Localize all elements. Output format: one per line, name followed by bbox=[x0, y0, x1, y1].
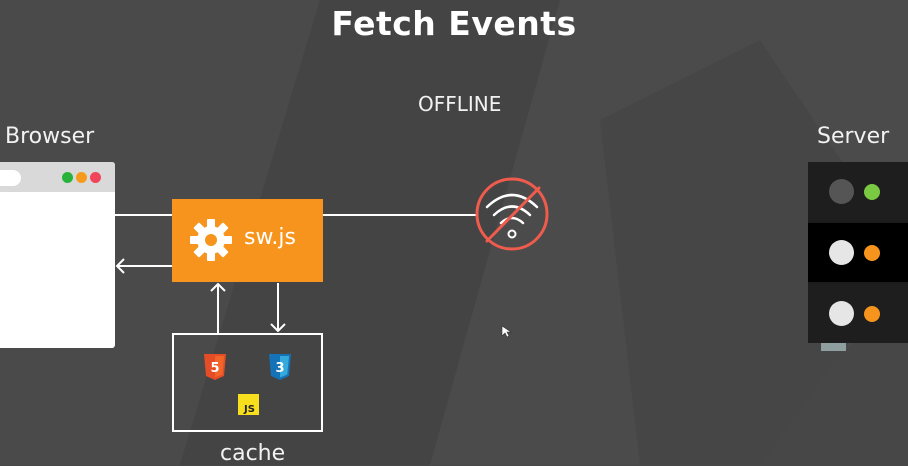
server-unit-2-light bbox=[829, 240, 854, 265]
server-unit-3-status bbox=[864, 306, 880, 322]
cache-box: 5 3 JS bbox=[172, 333, 323, 432]
browser-label: Browser bbox=[5, 124, 95, 149]
js-icon: JS bbox=[238, 394, 259, 415]
browser-green-dot bbox=[62, 172, 73, 183]
server-unit-2 bbox=[808, 223, 908, 282]
gear-icon bbox=[190, 219, 232, 261]
server-unit-3-light bbox=[829, 301, 854, 326]
browser-orange-dot bbox=[76, 172, 87, 183]
js-badge-text: JS bbox=[243, 404, 255, 415]
server-unit-2-status bbox=[864, 245, 880, 261]
server-unit-3 bbox=[808, 284, 908, 343]
browser-address-bar bbox=[0, 170, 21, 186]
sw-js-label: sw.js bbox=[244, 225, 297, 250]
browser-window bbox=[0, 162, 115, 348]
css3-badge-text: 3 bbox=[275, 361, 284, 376]
server-stand bbox=[821, 343, 846, 351]
cache-label: cache bbox=[220, 441, 286, 466]
server-unit-1 bbox=[808, 162, 908, 221]
css3-icon: 3 bbox=[269, 354, 291, 380]
page-title: Fetch Events bbox=[331, 4, 577, 43]
service-worker-box: sw.js bbox=[172, 199, 323, 282]
html5-badge-text: 5 bbox=[210, 361, 219, 376]
server-rack bbox=[808, 162, 908, 343]
server-label: Server bbox=[817, 124, 890, 149]
server-unit-1-light bbox=[829, 179, 854, 204]
server-unit-1-status bbox=[864, 184, 880, 200]
offline-label: OFFLINE bbox=[418, 92, 502, 116]
browser-title-bar bbox=[0, 162, 115, 192]
browser-red-dot bbox=[90, 172, 101, 183]
html5-icon: 5 bbox=[204, 354, 226, 380]
